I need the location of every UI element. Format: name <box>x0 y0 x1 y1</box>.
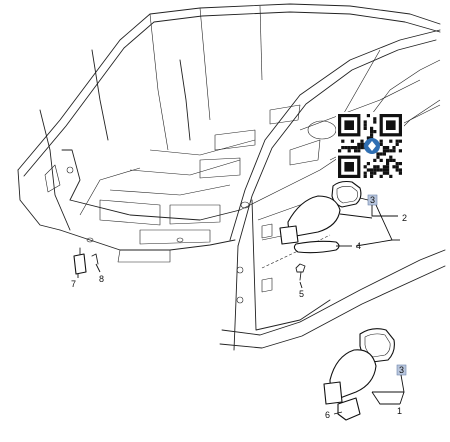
callout-5: 5 <box>299 289 304 299</box>
callout-3-upper: 3 <box>370 195 375 205</box>
callout-1: 1 <box>397 406 402 416</box>
brand-logo-icon <box>364 138 380 154</box>
mirror-cover-strip <box>293 240 340 254</box>
callout-2: 2 <box>402 213 407 223</box>
lower-mirror-housing-part <box>323 349 377 405</box>
callout-8: 8 <box>99 274 104 284</box>
qr-code-icon <box>336 112 404 180</box>
clip-part <box>91 253 99 265</box>
mirror-housing-part <box>279 195 341 245</box>
screw-fastener <box>295 263 306 281</box>
vehicle-body-shell <box>17 3 446 351</box>
callout-6: 6 <box>325 410 330 420</box>
bracket-plate-part <box>73 247 87 275</box>
seal-gasket-part <box>337 397 361 421</box>
leader-lines <box>77 197 405 415</box>
callout-4: 4 <box>356 241 361 251</box>
callout-7: 7 <box>71 279 76 289</box>
callout-3-lower: 3 <box>399 365 404 375</box>
